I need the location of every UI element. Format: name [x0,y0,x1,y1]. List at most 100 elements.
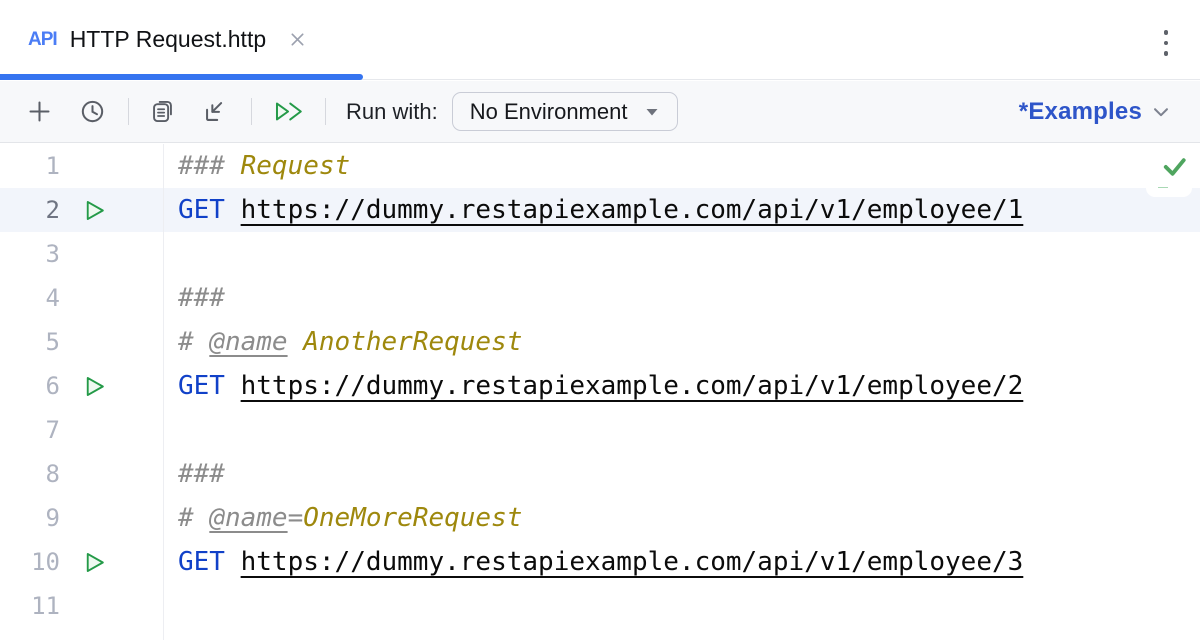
line-number: 8 [45,460,60,488]
gutter: 8 [0,452,163,496]
line-number: 11 [31,592,60,620]
editor-line: 7 [0,408,1200,452]
close-tab-icon[interactable] [288,30,307,49]
http-client-toolbar: Run with: No Environment *Examples [0,81,1200,143]
token-comment: ### [178,459,225,489]
code-line[interactable]: # @name=OneMoreRequest [163,496,522,540]
gutter: 5 [0,320,163,364]
run-request-play-icon [86,200,104,220]
code-line[interactable]: GET https://dummy.restapiexample.com/api… [163,188,1023,232]
success-check-icon [1163,158,1186,176]
gutter: 3 [0,232,163,276]
editor-line: 3 [0,232,1200,276]
line-number: 1 [45,152,60,180]
editor-line: 1 ### Request [0,144,1200,190]
token-method: GET [178,371,241,401]
gutter: 4 [0,276,163,320]
code-line[interactable]: ### [163,452,225,496]
gutter: 1 [0,144,163,188]
dropdown-caret-icon [646,108,658,115]
token-comment: # [178,503,210,533]
tab-title: HTTP Request.http [69,26,267,52]
editor-line: 2 GET https://dummy.restapiexample.com/ap… [0,188,1200,232]
line-number: 5 [45,328,60,356]
token-comment: ### [178,283,225,313]
code-line[interactable]: ### [163,276,225,320]
line-number: 4 [45,284,60,312]
toolbar-separator [128,98,129,125]
run-request-button[interactable] [82,550,107,575]
tab-http-request-file[interactable]: API HTTP Request.http [0,0,307,79]
editor-line: 11 [0,584,1200,628]
line-number: 9 [45,504,60,532]
token-name: AnotherRequest [303,327,523,357]
gutter: 11 [0,584,163,628]
token-name: OneMoreRequest [303,503,523,533]
code-line[interactable]: ### Request [163,144,350,188]
editor-line: 4 ### [0,276,1200,320]
copy-icon [153,100,172,123]
line-number: 10 [31,548,60,576]
gutter: 2 [0,188,163,232]
examples-selector[interactable]: *Examples [1019,98,1172,126]
code-line[interactable]: GET https://dummy.restapiexample.com/api… [163,364,1023,408]
gutter: 9 [0,496,163,540]
token-url[interactable]: https://dummy.restapiexample.com/api/v1/… [240,371,1024,401]
inspection-widget-notch [1146,188,1192,197]
run-all-requests-button[interactable] [272,98,303,125]
tab-bar: API HTTP Request.http [0,0,1200,80]
token-directive: @name [209,503,288,533]
token-comment: ### [178,151,241,181]
toolbar-separator [325,98,326,125]
line-number: 6 [45,372,60,400]
token-method: GET [178,547,241,577]
token-url[interactable]: https://dummy.restapiexample.com/api/v1/… [240,195,1024,225]
environment-value: No Environment [469,98,628,124]
close-icon [291,33,304,46]
line-number: 3 [45,240,60,268]
api-file-type-icon: API [28,28,58,50]
token-name: Request [240,151,351,181]
token-method: GET [178,195,241,225]
editor-line: 8 ### [0,452,1200,496]
gutter: 10 [0,540,163,584]
line-number: 2 [45,196,60,224]
code-line[interactable]: GET https://dummy.restapiexample.com/api… [163,540,1023,584]
code-line[interactable]: # @name AnotherRequest [163,320,522,364]
gutter: 6 [0,364,163,408]
chevron-down-icon [1154,107,1168,116]
add-request-button[interactable] [26,98,53,125]
more-options-button[interactable] [1160,26,1173,60]
toolbar-separator [251,98,252,125]
inspections-success-badge[interactable] [1159,151,1190,182]
token-directive: @name [209,327,288,357]
gutter-separator [163,144,164,640]
plus-icon [29,101,50,122]
environment-select[interactable]: No Environment [451,92,679,131]
run-with-label: Run with: [346,98,438,124]
editor-line: 5 # @name AnotherRequest [0,320,1200,364]
run-request-button[interactable] [82,374,107,399]
line-number: 7 [45,416,60,444]
open-log-button[interactable] [202,98,229,125]
run-request-play-icon [86,552,104,572]
run-request-button[interactable] [82,198,107,223]
token-url[interactable]: https://dummy.restapiexample.com/api/v1/… [240,547,1024,577]
editor-line: 10 GET https://dummy.restapiexample.com/a… [0,540,1200,584]
active-tab-indicator [0,74,363,80]
token-comment: = [287,503,304,533]
examples-label: *Examples [1018,97,1142,125]
copy-examples-button[interactable] [149,98,176,125]
show-history-button[interactable] [79,98,106,125]
token-comment [288,327,304,357]
run-all-icon [275,102,302,121]
gutter: 7 [0,408,163,452]
clock-icon [81,100,104,123]
import-arrow-icon [206,102,223,121]
editor-line: 6 GET https://dummy.restapiexample.com/ap… [0,364,1200,408]
editor-line: 9 # @name=OneMoreRequest [0,496,1200,540]
run-request-play-icon [86,376,104,396]
